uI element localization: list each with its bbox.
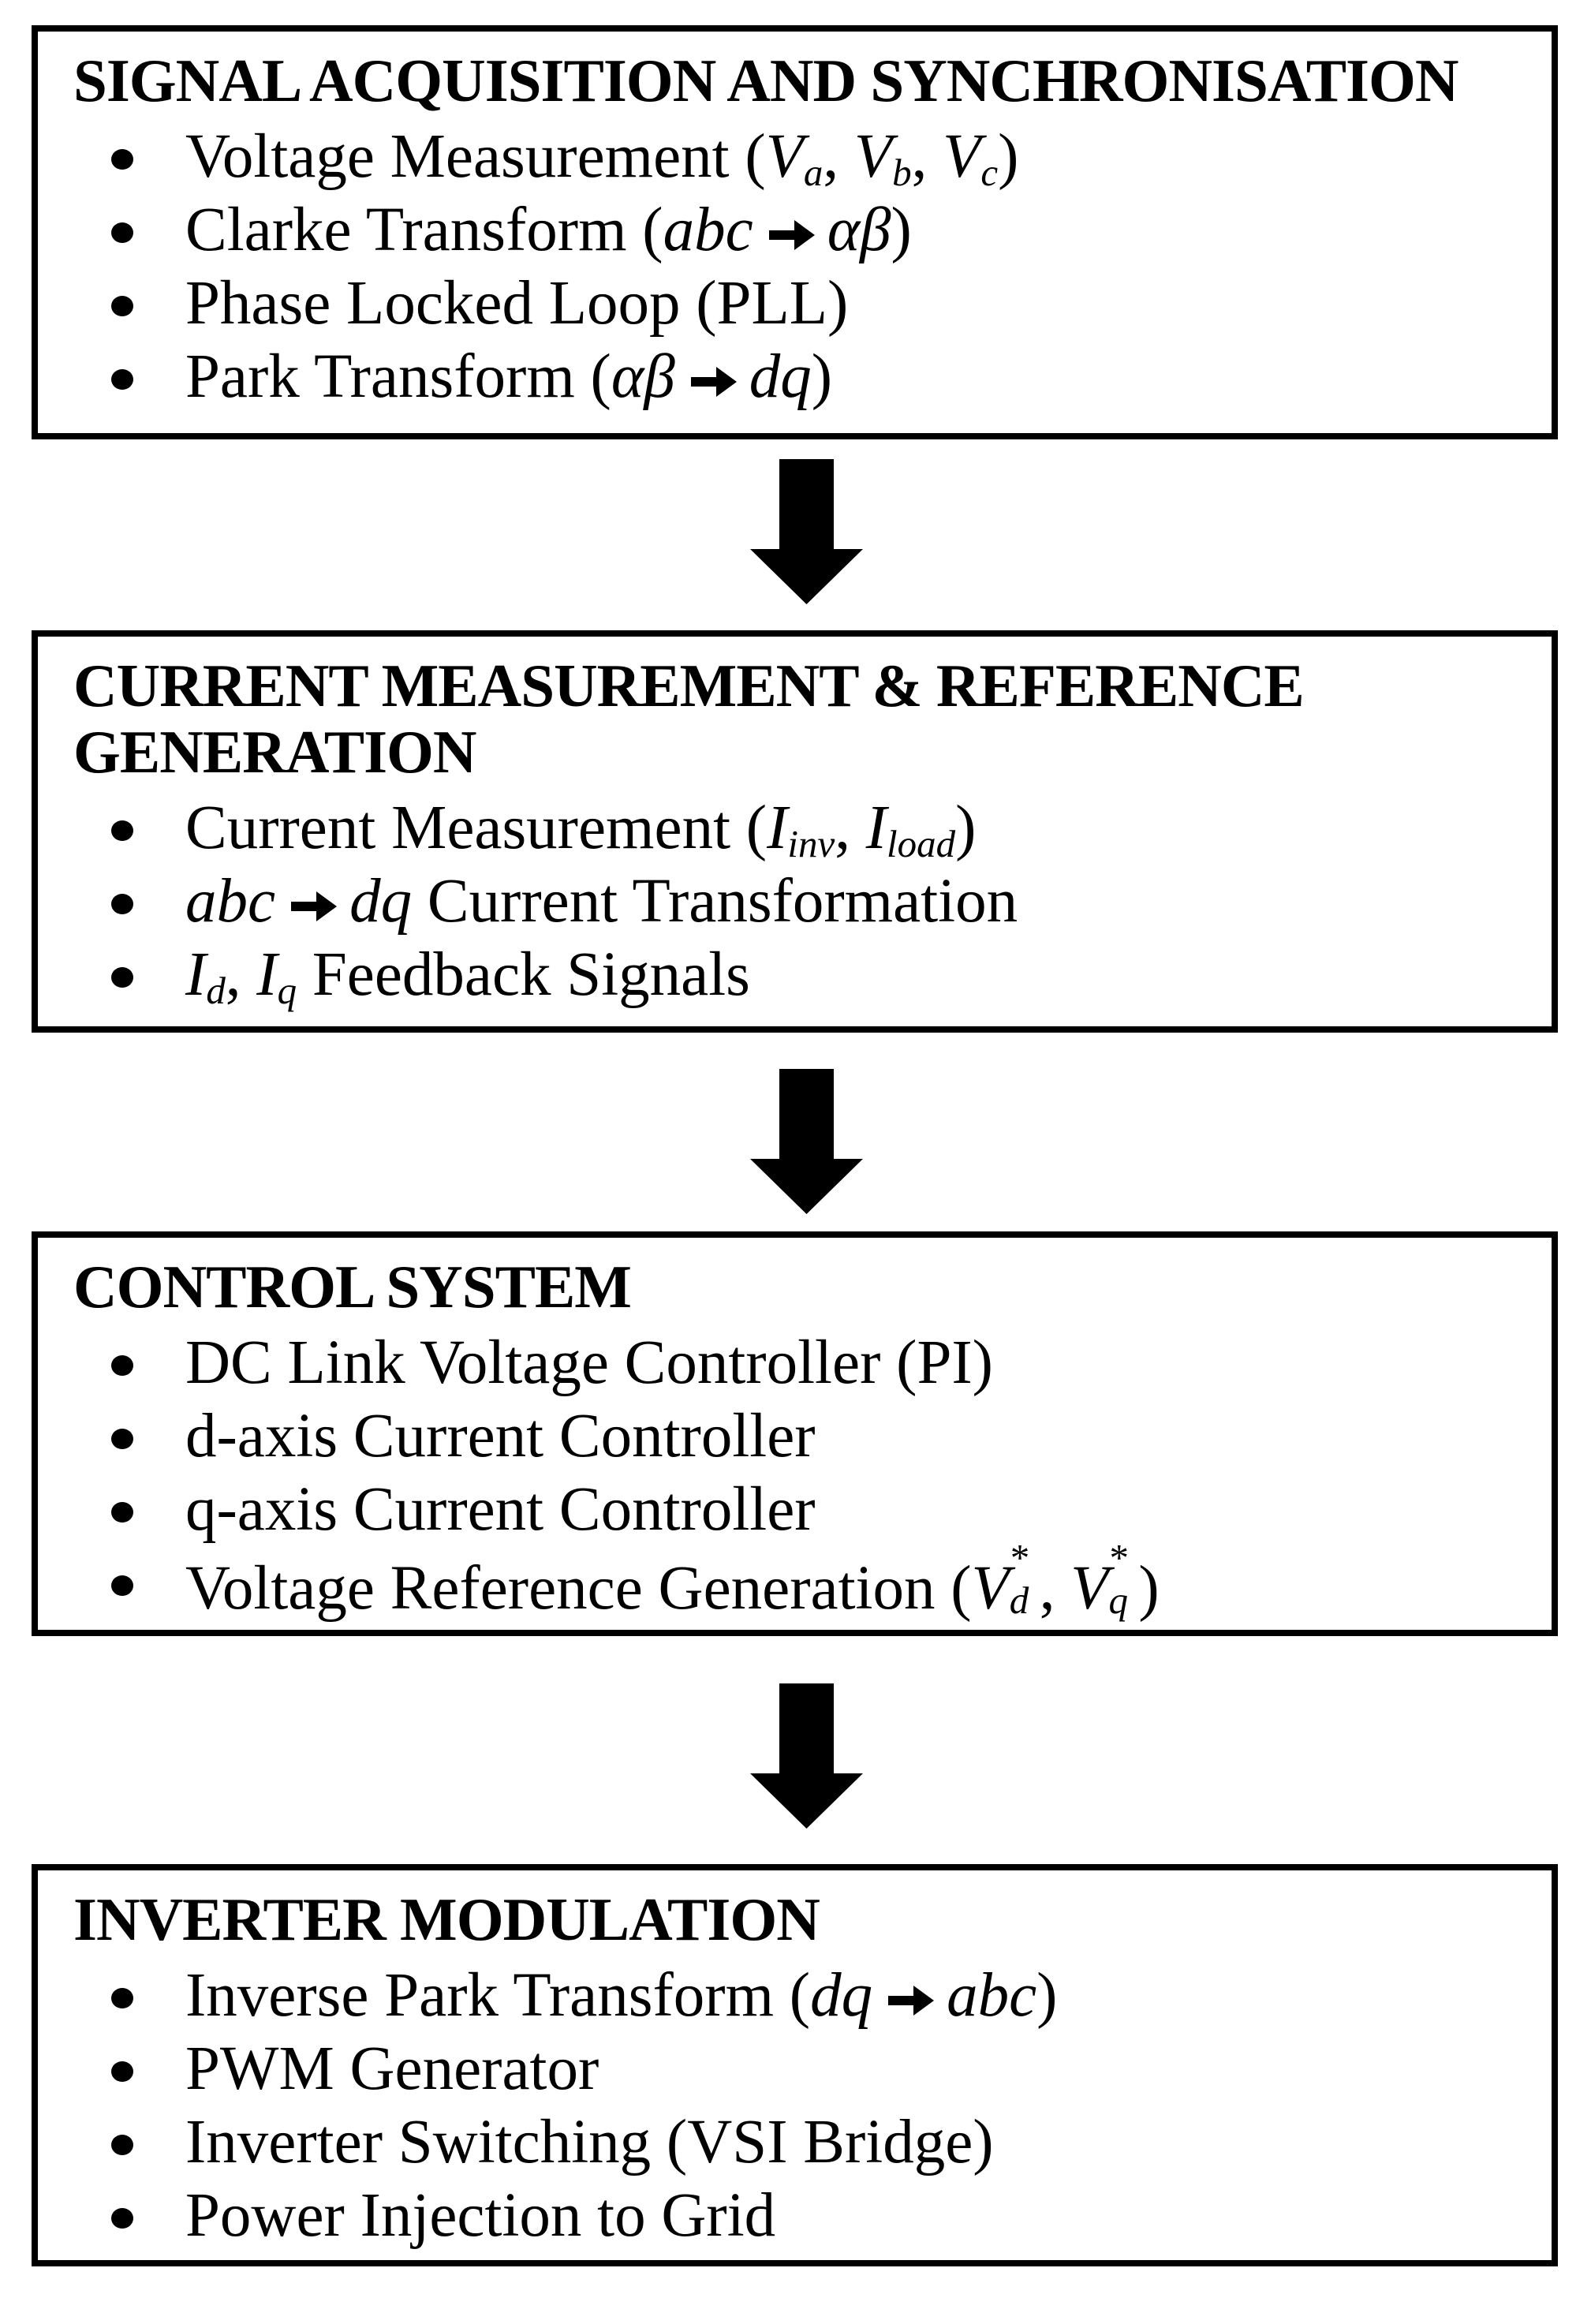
bullet-dot-icon bbox=[111, 222, 133, 243]
bullet-item: Phase Locked Loop (PLL) bbox=[73, 267, 1520, 340]
bullet-dot-icon bbox=[111, 1429, 133, 1449]
bullet-item: q-axis Current Controller bbox=[73, 1473, 1520, 1546]
stage-title: SIGNAL ACQUISITION AND SYNCHRONISATION bbox=[73, 47, 1520, 114]
bullet-item: Power Injection to Grid bbox=[73, 2179, 1520, 2252]
bullet-dot-icon bbox=[111, 2061, 133, 2082]
bullet-dot-icon bbox=[111, 296, 133, 316]
flow-connector-1 bbox=[750, 459, 863, 604]
bullet-item: DC Link Voltage Controller (PI) bbox=[73, 1326, 1520, 1399]
bullet-item: Voltage Reference Generation (V*d, V*q) bbox=[73, 1536, 1520, 1625]
bullet-dot-icon bbox=[111, 2208, 133, 2229]
stage-title-line: GENERATION bbox=[73, 718, 477, 786]
stage-items: DC Link Voltage Controller (PI)d-axis Cu… bbox=[73, 1326, 1520, 1625]
down-arrow-icon bbox=[750, 1683, 863, 1829]
bullet-dot-icon bbox=[111, 1355, 133, 1376]
right-arrow-icon bbox=[690, 367, 737, 397]
bullet-dot-icon bbox=[111, 967, 133, 988]
stage-title-line: CONTROL SYSTEM bbox=[73, 1253, 632, 1321]
bullet-dot-icon bbox=[111, 1575, 133, 1596]
right-arrow-icon bbox=[768, 220, 815, 250]
stage-title: INVERTER MODULATION bbox=[73, 1886, 1520, 1952]
stage-title-line: INVERTER MODULATION bbox=[73, 1885, 820, 1953]
flowchart: SIGNAL ACQUISITION AND SYNCHRONISATION V… bbox=[0, 25, 1591, 2266]
bullet-item: Id, Iq Feedback Signals bbox=[73, 938, 1520, 1011]
flow-connector-3 bbox=[750, 1683, 863, 1829]
bullet-dot-icon bbox=[111, 369, 133, 390]
bullet-item: Inverter Switching (VSI Bridge) bbox=[73, 2105, 1520, 2179]
bullet-dot-icon bbox=[111, 894, 133, 914]
stage-title-line: CURRENT MEASUREMENT & REFERENCE bbox=[73, 652, 1305, 719]
stage-items: Voltage Measurement (Va, Vb, Vc)Clarke T… bbox=[73, 120, 1520, 413]
right-arrow-icon bbox=[888, 1986, 935, 2016]
bullet-dot-icon bbox=[111, 1502, 133, 1523]
bullet-dot-icon bbox=[111, 820, 133, 841]
stage-box-control-system: CONTROL SYSTEM DC Link Voltage Controlle… bbox=[32, 1231, 1558, 1636]
flow-connector-2 bbox=[750, 1069, 863, 1214]
sub-sup-stack: *q bbox=[1108, 1536, 1129, 1623]
down-arrow-icon bbox=[750, 459, 863, 604]
bullet-item: d-axis Current Controller bbox=[73, 1399, 1520, 1473]
bullet-dot-icon bbox=[111, 149, 133, 170]
stage-title-line: SIGNAL ACQUISITION AND SYNCHRONISATION bbox=[73, 47, 1459, 114]
bullet-dot-icon bbox=[111, 1988, 133, 2008]
bullet-dot-icon bbox=[111, 2135, 133, 2155]
stage-box-signal-acquisition: SIGNAL ACQUISITION AND SYNCHRONISATION V… bbox=[32, 25, 1558, 439]
right-arrow-icon bbox=[291, 891, 338, 921]
stage-box-inverter-modulation: INVERTER MODULATION Inverse Park Transfo… bbox=[32, 1864, 1558, 2266]
stage-title: CONTROL SYSTEM bbox=[73, 1254, 1520, 1320]
down-arrow-icon bbox=[750, 1069, 863, 1214]
bullet-item: PWM Generator bbox=[73, 2032, 1520, 2105]
bullet-item: Voltage Measurement (Va, Vb, Vc) bbox=[73, 120, 1520, 193]
sub-sup-stack: *d bbox=[1009, 1536, 1030, 1623]
bullet-item: Current Measurement (Iinv, Iload) bbox=[73, 791, 1520, 865]
